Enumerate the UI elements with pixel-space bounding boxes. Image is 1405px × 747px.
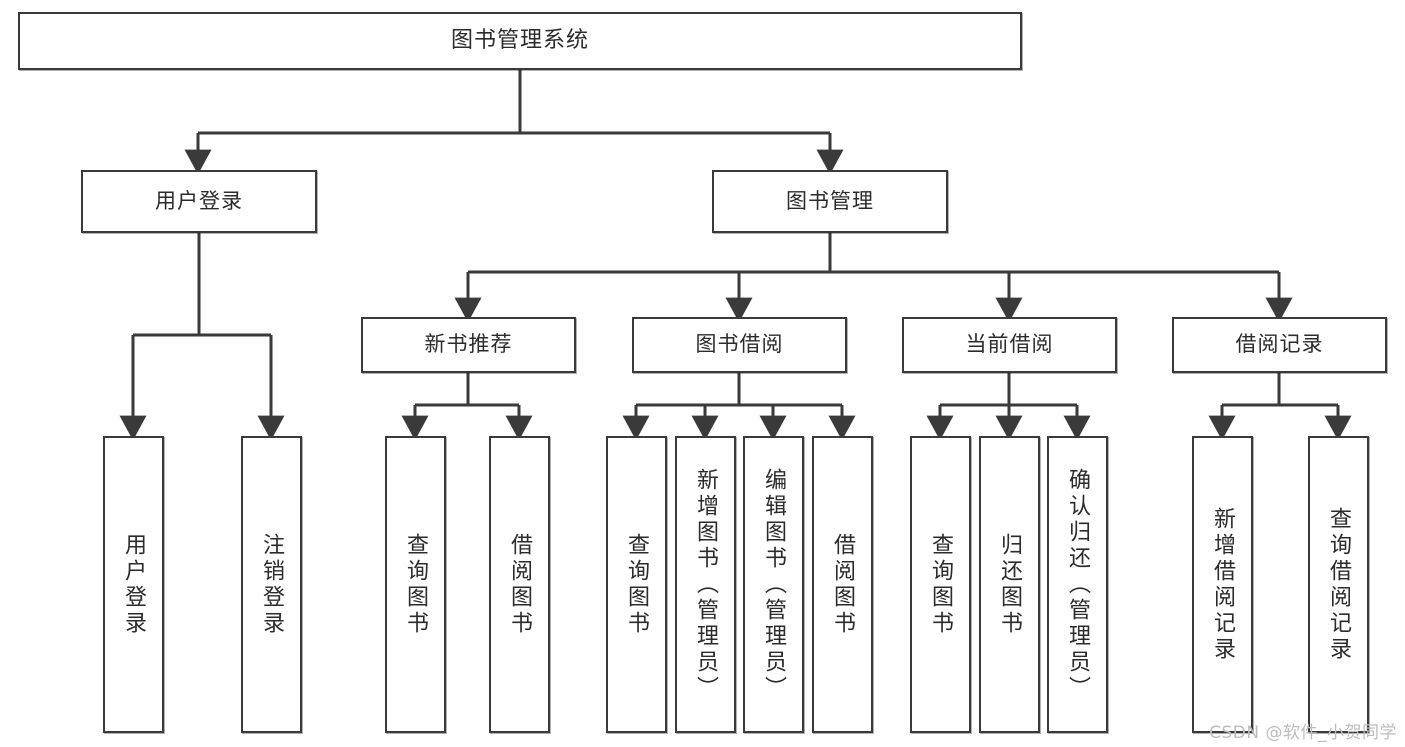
- node-label: 用户登录: [121, 532, 147, 637]
- leaf-edit-book-admin[interactable]: 编辑图书（管理员）: [743, 436, 804, 733]
- leaf-add-book-admin[interactable]: 新增图书（管理员）: [675, 436, 736, 733]
- leaf-return-book[interactable]: 归还图书: [979, 436, 1040, 733]
- node-label: 当前借阅: [965, 332, 1054, 357]
- leaf-borrow-book[interactable]: 借阅图书: [812, 436, 873, 733]
- node-root-book-management-system[interactable]: 图书管理系统: [18, 12, 1022, 70]
- node-label: 新增借阅记录: [1210, 506, 1236, 663]
- node-label: 借阅图书: [830, 532, 856, 637]
- leaf-add-borrow-record[interactable]: 新增借阅记录: [1192, 436, 1253, 733]
- leaf-query-borrow-record[interactable]: 查询借阅记录: [1308, 436, 1369, 733]
- node-label: 借阅图书: [507, 532, 533, 637]
- node-label: 借阅记录: [1235, 332, 1324, 357]
- node-book-borrow[interactable]: 图书借阅: [632, 317, 847, 373]
- node-label: 查询图书: [624, 532, 650, 637]
- watermark-text: CSDN @软件_小贺同学: [1209, 723, 1397, 743]
- node-book-management[interactable]: 图书管理: [712, 170, 948, 233]
- leaf-borrow-book-newbook[interactable]: 借阅图书: [489, 436, 550, 733]
- node-label: 查询图书: [928, 532, 954, 637]
- node-label: 确认归还（管理员）: [1065, 467, 1091, 702]
- leaf-confirm-return-admin[interactable]: 确认归还（管理员）: [1047, 436, 1108, 733]
- node-label: 新增图书（管理员）: [693, 467, 719, 702]
- leaf-query-book-borrow[interactable]: 查询图书: [606, 436, 667, 733]
- node-label: 注销登录: [259, 532, 285, 637]
- leaf-query-book-current[interactable]: 查询图书: [910, 436, 971, 733]
- node-label: 用户登录: [155, 188, 243, 213]
- node-label: 图书管理: [786, 188, 874, 213]
- node-label: 归还图书: [997, 532, 1023, 637]
- leaf-user-login[interactable]: 用户登录: [103, 436, 164, 733]
- node-user-login[interactable]: 用户登录: [81, 170, 317, 233]
- node-label: 新书推荐: [424, 332, 513, 357]
- node-label: 图书借阅: [695, 332, 784, 357]
- node-label: 查询借阅记录: [1326, 506, 1352, 663]
- node-current-borrow[interactable]: 当前借阅: [902, 317, 1117, 373]
- node-label: 编辑图书（管理员）: [761, 467, 787, 702]
- node-new-book-recommend[interactable]: 新书推荐: [361, 317, 576, 373]
- leaf-logout[interactable]: 注销登录: [241, 436, 302, 733]
- node-label: 查询图书: [403, 532, 429, 637]
- node-label: 图书管理系统: [450, 27, 589, 53]
- node-borrow-record[interactable]: 借阅记录: [1172, 317, 1387, 373]
- leaf-query-book-newbook[interactable]: 查询图书: [385, 436, 446, 733]
